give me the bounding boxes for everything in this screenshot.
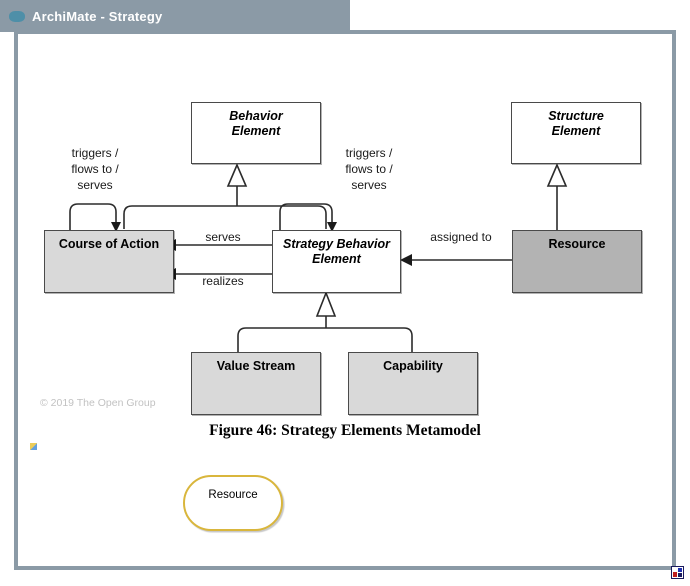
- node-strategy-behavior-element-label: Strategy Behavior Element: [283, 237, 390, 266]
- node-value-stream-label: Value Stream: [216, 359, 296, 373]
- node-behavior-element[interactable]: Behavior Element: [191, 102, 321, 164]
- edge-label-serves: serves: [205, 230, 241, 244]
- node-capability-label: Capability: [383, 359, 443, 373]
- resource-rounded-shape[interactable]: Resource: [183, 475, 283, 531]
- diagram-canvas[interactable]: Behavior Element Structure Element Cours…: [18, 34, 672, 566]
- node-strategy-behavior-element[interactable]: Strategy Behavior Element: [272, 230, 401, 293]
- edge-label-realizes: realizes: [202, 274, 244, 288]
- edge-label-strategy-behavior-self: triggers / flows to / serves: [345, 146, 393, 192]
- window-title-bar[interactable]: ArchiMate - Strategy: [0, 0, 350, 32]
- resize-grip-icon[interactable]: [671, 566, 684, 579]
- resize-grip-dot-blue: [678, 568, 682, 572]
- node-behavior-element-label: Behavior Element: [229, 109, 283, 138]
- resize-grip-dot-red: [673, 572, 677, 577]
- node-capability[interactable]: Capability: [348, 352, 478, 415]
- node-structure-element-label: Structure Element: [548, 109, 604, 138]
- archimate-app-icon: [9, 10, 25, 22]
- node-resource-label: Resource: [548, 237, 606, 251]
- resource-rounded-shape-label: Resource: [208, 489, 258, 501]
- node-structure-element[interactable]: Structure Element: [511, 102, 641, 164]
- figure-caption: Figure 46: Strategy Elements Metamodel: [209, 422, 481, 439]
- window-title-label: ArchiMate - Strategy: [32, 8, 163, 24]
- node-value-stream[interactable]: Value Stream: [191, 352, 321, 415]
- resize-grip-dot-navy: [678, 573, 682, 577]
- copyright-notice: © 2019 The Open Group: [40, 397, 156, 409]
- edge-label-course-of-action-self: triggers / flows to / serves: [71, 146, 119, 192]
- edge-label-assigned-to: assigned to: [430, 230, 492, 244]
- node-course-of-action[interactable]: Course of Action: [44, 230, 174, 293]
- broken-image-glyph: [30, 443, 37, 450]
- node-resource[interactable]: Resource: [512, 230, 642, 293]
- node-course-of-action-label: Course of Action: [58, 237, 160, 251]
